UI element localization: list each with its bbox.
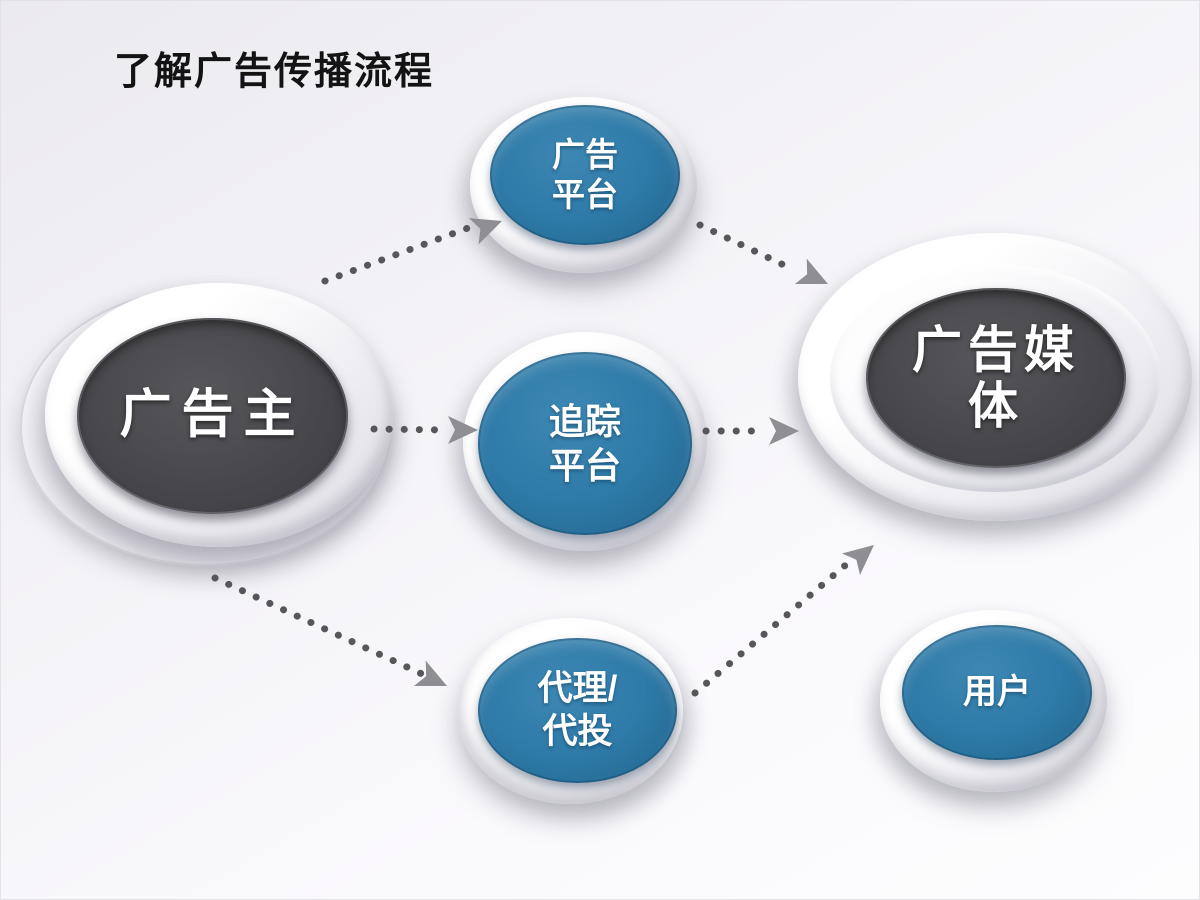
arrow-line-advertiser-to-agency bbox=[211, 574, 426, 678]
page-title: 了解广告传播流程 bbox=[114, 51, 435, 93]
arrow-line-agency-to-ad-media bbox=[691, 559, 852, 697]
node-ad-media: 广告媒 体 bbox=[798, 233, 1192, 521]
node-ad-platform: 广告 平台 bbox=[470, 97, 697, 273]
agency-label-line2: 代投 bbox=[542, 711, 613, 751]
agency-label: 代理/ 代投 bbox=[538, 668, 618, 753]
tracking-platform-label: 追踪 平台 bbox=[549, 400, 621, 488]
ad-platform-label-line1: 广告 bbox=[552, 135, 618, 173]
ad-media-face: 广告媒 体 bbox=[866, 288, 1126, 468]
node-advertiser: 广告主 bbox=[20, 283, 393, 566]
ad-media-label-line1: 广告媒 bbox=[912, 322, 1080, 378]
node-agency: 代理/ 代投 bbox=[457, 618, 683, 804]
arrow-head-tracking-to-ad-media bbox=[769, 417, 799, 445]
tracking-platform-label-line1: 追踪 bbox=[548, 400, 621, 442]
advertiser-face: 广告主 bbox=[77, 318, 348, 514]
tracking-platform-label-line2: 平台 bbox=[548, 444, 621, 486]
user-face: 用户 bbox=[902, 625, 1092, 760]
arrow-line-ad-platform-to-ad-media bbox=[696, 221, 794, 272]
arrow-head-advertiser-to-agency bbox=[413, 660, 447, 687]
agency-label-line1: 代理/ bbox=[537, 668, 618, 708]
user-label: 用户 bbox=[963, 672, 1031, 711]
ad-media-label: 广告媒 体 bbox=[912, 322, 1080, 434]
node-tracking-platform: 追踪 平台 bbox=[463, 332, 707, 551]
ad-platform-label-line2: 平台 bbox=[552, 176, 618, 213]
ad-platform-face: 广告 平台 bbox=[490, 105, 680, 245]
node-user: 用户 bbox=[880, 610, 1107, 792]
ad-platform-label: 广告 平台 bbox=[552, 135, 618, 216]
agency-face: 代理/ 代投 bbox=[478, 638, 677, 783]
arrow-line-advertiser-to-ad-platform bbox=[321, 224, 472, 285]
arrow-head-agency-to-ad-media bbox=[842, 545, 874, 576]
advertiser-label: 广告主 bbox=[119, 386, 306, 444]
ad-media-label-line2: 体 bbox=[968, 378, 1024, 434]
tracking-platform-face: 追踪 平台 bbox=[478, 352, 692, 535]
